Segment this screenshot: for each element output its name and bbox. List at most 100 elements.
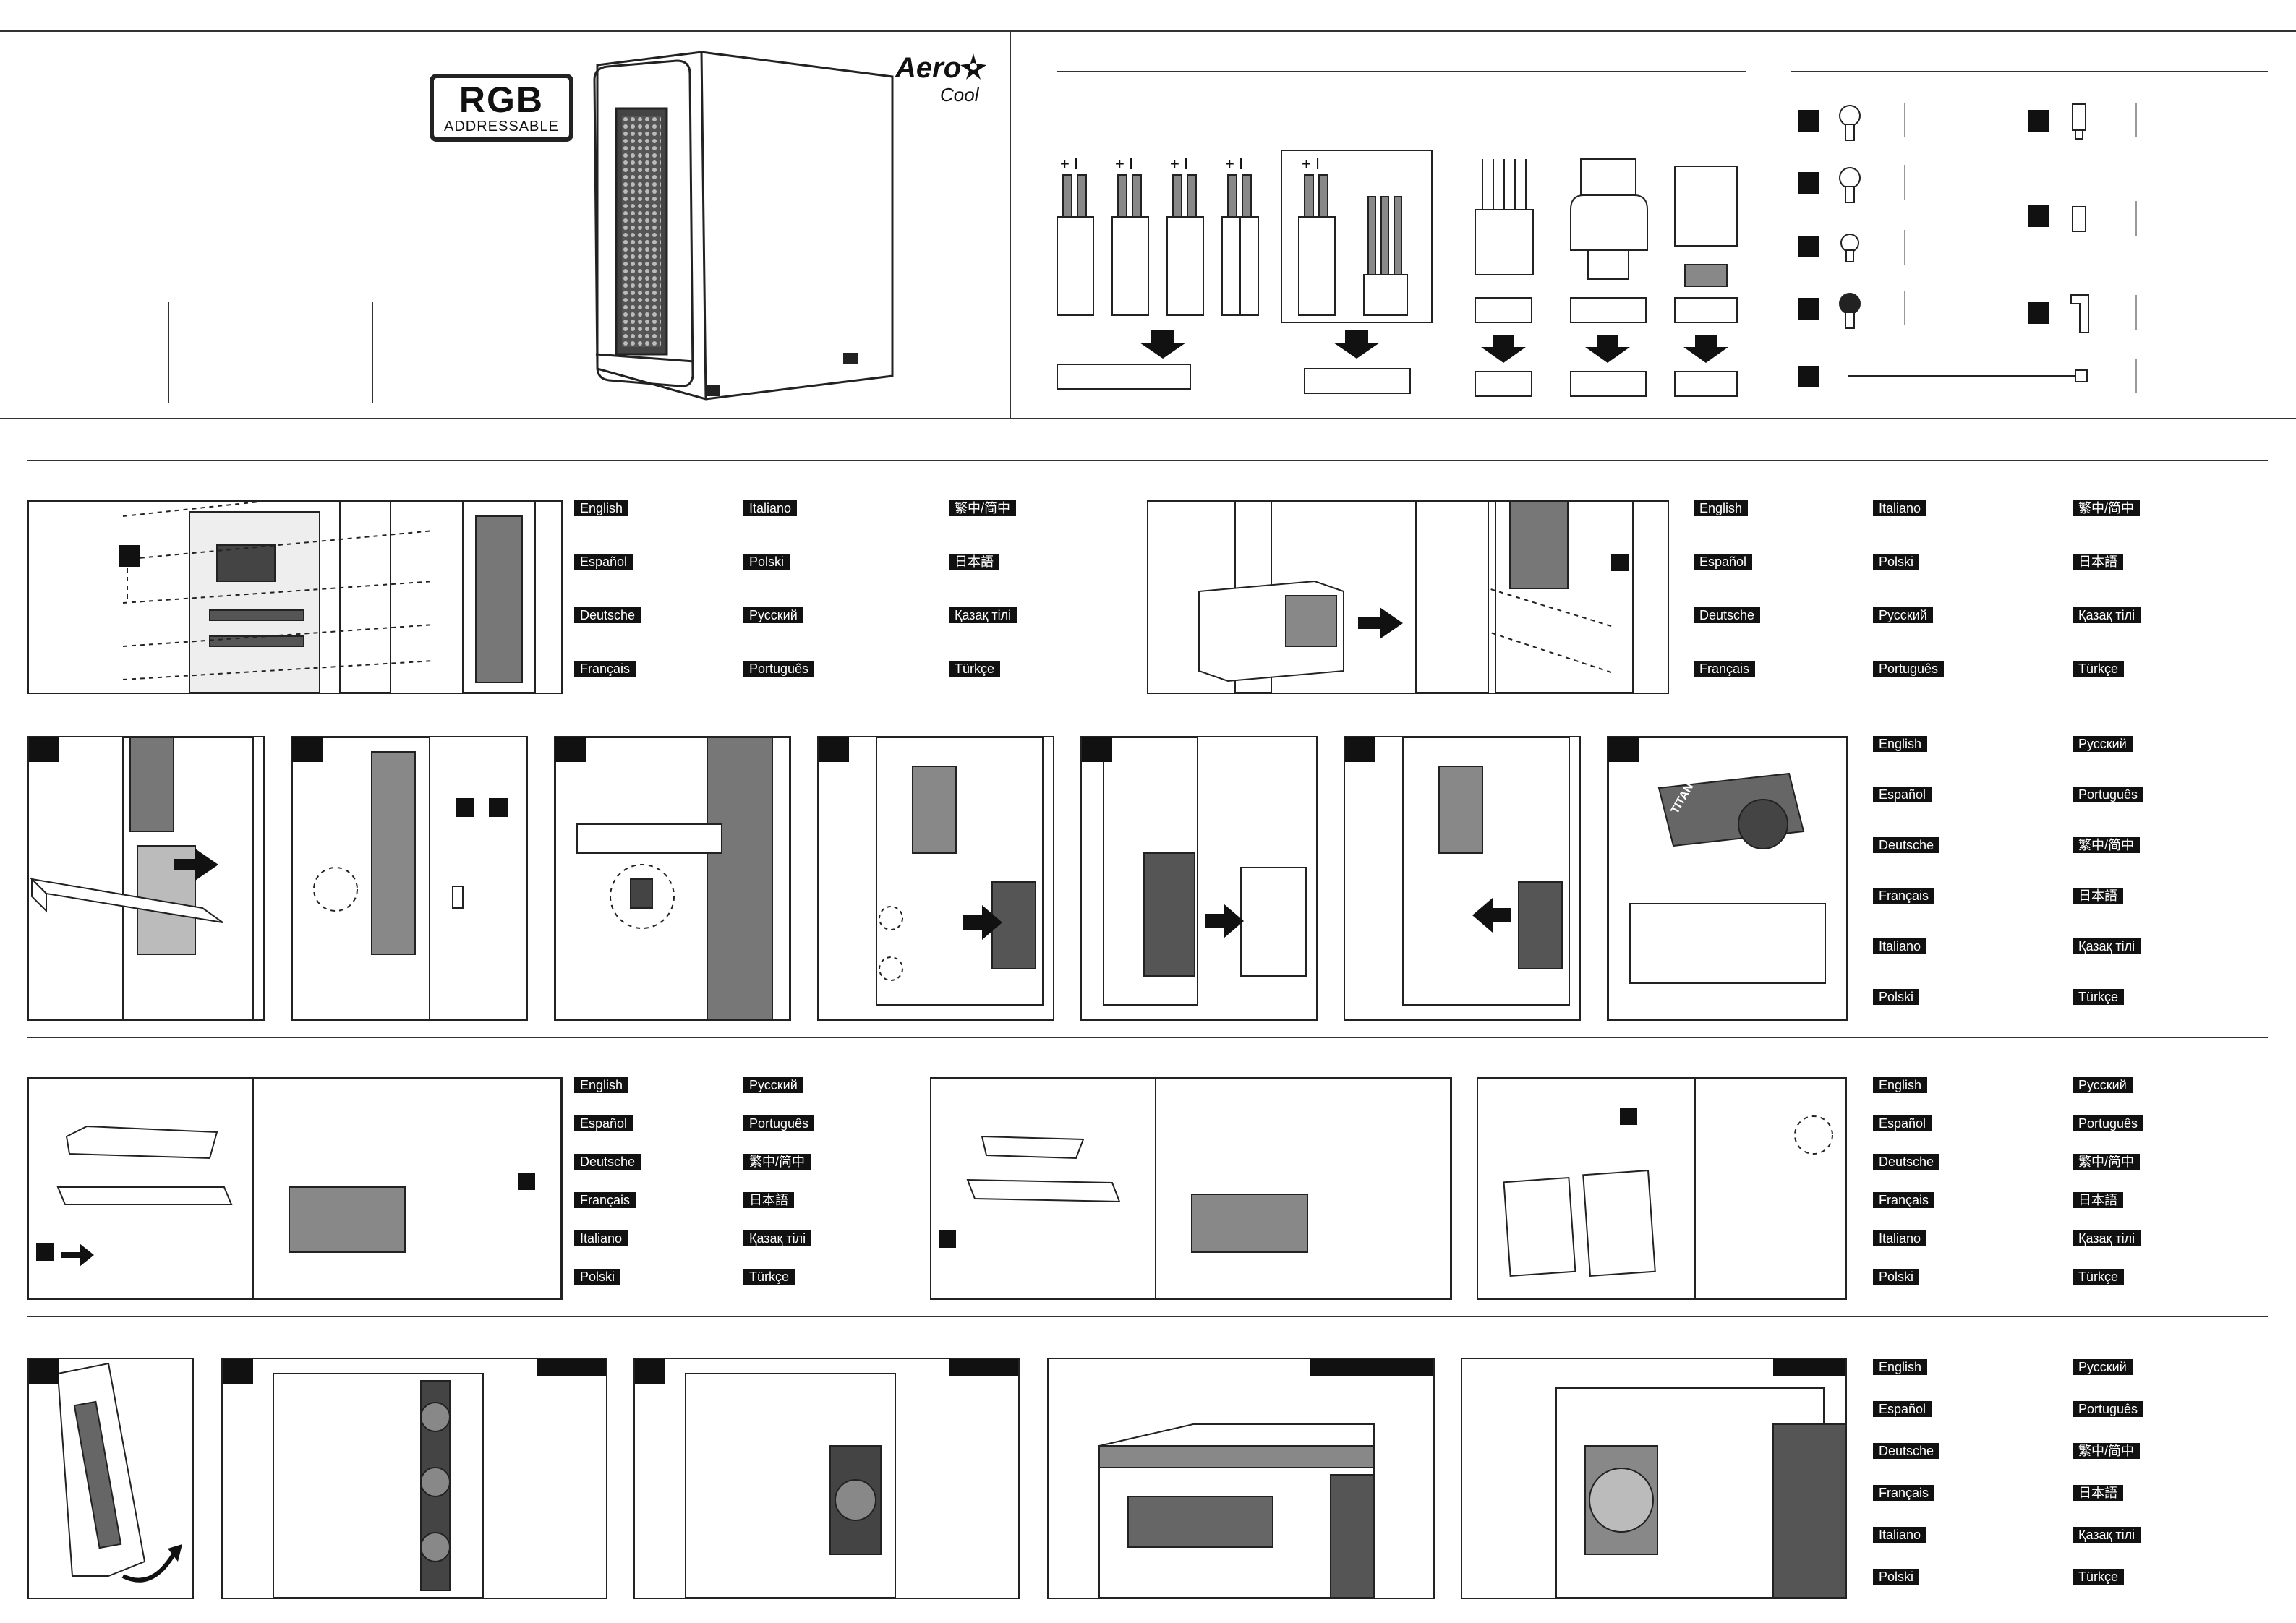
step-panel-gpu-installed: TITAN	[1607, 736, 1848, 1021]
plus-minus-label-2: + I	[1115, 155, 1134, 173]
ssd-tray-illustration	[966, 1079, 1451, 1298]
lang-label: 日本語	[2073, 1485, 2123, 1501]
step-marker	[939, 1230, 956, 1248]
step-panel-front-fans	[221, 1358, 607, 1599]
lang-label: Türkçe	[2073, 989, 2125, 1005]
brand-star-icon	[960, 53, 986, 80]
hdd-cage-out-illustration	[1103, 737, 1307, 1006]
lang-label: Русский	[743, 607, 803, 623]
lang-label: Italiano	[1873, 500, 1927, 516]
rear-fan-illustration	[685, 1373, 896, 1598]
lang-label: Қазақ тілі	[743, 1230, 812, 1246]
step-panel-gpu-insert	[27, 736, 265, 1021]
step-marker	[29, 737, 59, 762]
step-title-bar	[949, 1359, 1018, 1376]
lang-label: Türkçe	[2073, 1269, 2125, 1285]
section-1-rule	[27, 460, 2268, 461]
step-panel-ssd-back	[1477, 1077, 1847, 1300]
lang-label: 繁中/简中	[2073, 837, 2141, 853]
lang-label: Español	[1873, 1401, 1932, 1417]
motherboard-illustration	[119, 502, 536, 693]
lang-label: Türkçe	[2073, 1569, 2125, 1585]
top-border	[0, 30, 2296, 32]
lang-label: Deutsche	[574, 607, 641, 623]
lang-label: Русский	[1873, 607, 1933, 623]
lang-label: English	[1873, 1359, 1928, 1375]
accessories-header-rule	[1791, 71, 2268, 72]
plus-minus-label-1: + I	[1060, 155, 1079, 173]
lang-label: 繁中/简中	[2073, 500, 2141, 516]
lang-label: 日本語	[949, 554, 999, 570]
lang-label: Français	[574, 1192, 636, 1208]
front-fans-illustration	[273, 1373, 484, 1598]
step-title-bar	[537, 1359, 606, 1376]
lang-label: Español	[1873, 787, 1932, 802]
lang-label: Русский	[2073, 1359, 2133, 1375]
lang-label: Deutsche	[1873, 1443, 1940, 1459]
lang-label: Français	[1873, 1192, 1935, 1208]
lang-label: Polski	[1873, 1269, 1920, 1285]
lang-label: Türkçe	[2073, 661, 2125, 677]
step-panel-motherboard	[27, 500, 563, 694]
lang-label: Español	[574, 554, 633, 570]
lang-label: English	[1873, 736, 1928, 752]
header-bottom-border	[0, 418, 2296, 419]
lang-label: Қазақ тілі	[2073, 607, 2141, 623]
lang-label: 日本語	[2073, 888, 2123, 904]
lang-label: Português	[743, 661, 815, 677]
cover-divider-2	[372, 302, 373, 403]
step-panel-hdd-cage-remove	[817, 736, 1054, 1021]
gpu-secure-illustration	[555, 737, 790, 1019]
accessory-marker-4	[1798, 298, 1819, 320]
accessory-marker-7	[2028, 205, 2049, 227]
lang-label: Español	[1694, 554, 1753, 570]
step-panel-top-radiator	[1047, 1358, 1435, 1599]
lang-label: Español	[1873, 1115, 1932, 1131]
gpu-insert-illustration	[30, 737, 254, 1019]
lang-label: English	[574, 1077, 629, 1093]
lang-label: Português	[743, 1115, 815, 1131]
brand-name: Aero	[895, 52, 962, 84]
lang-label: Português	[2073, 1115, 2144, 1131]
lang-label: Deutsche	[1873, 1154, 1940, 1170]
step-marker	[518, 1173, 535, 1190]
lang-label: Русский	[2073, 1077, 2133, 1093]
lang-label: Português	[2073, 1401, 2144, 1417]
step-panel-hdd-cage-out	[1080, 736, 1318, 1021]
ssd-back-illustration	[1503, 1079, 1845, 1298]
lang-label: 日本語	[2073, 1192, 2123, 1208]
step-panel-slot-screws	[291, 736, 528, 1021]
accessory-marker-2	[1798, 172, 1819, 194]
step-panel-front-panel	[27, 1358, 194, 1599]
accessory-marker-1	[1798, 110, 1819, 132]
step-panel-gpu-secure	[554, 736, 791, 1021]
rgb-addressable-badge: RGB ADDRESSABLE	[430, 74, 573, 142]
front-panel-illustration	[56, 1362, 182, 1583]
hdd-cage-remove-illustration	[876, 737, 1044, 1006]
lang-label: Türkçe	[743, 1269, 795, 1285]
psu-illustration	[1198, 502, 1634, 693]
step-marker	[1082, 737, 1112, 762]
lang-label: English	[1694, 500, 1749, 516]
lang-label: Deutsche	[1694, 607, 1761, 623]
header-divider	[1010, 30, 1011, 418]
accessory-marker-8	[2028, 302, 2049, 324]
lang-label: 繁中/简中	[743, 1154, 811, 1170]
lang-label: Español	[574, 1115, 633, 1131]
lang-label: 日本語	[2073, 554, 2123, 570]
connectors-header-rule	[1057, 71, 1746, 72]
lang-label: Қазақ тілі	[2073, 1527, 2141, 1543]
lang-label: Polski	[1873, 989, 1920, 1005]
step-marker	[819, 737, 849, 762]
step-panel-psu	[1147, 500, 1669, 694]
step-panel-side-fan	[1461, 1358, 1847, 1599]
lang-label: Polski	[1873, 1569, 1920, 1585]
lang-label: Português	[2073, 787, 2144, 802]
rgb-badge-subtitle: ADDRESSABLE	[444, 119, 559, 134]
lang-label: Русский	[743, 1077, 803, 1093]
lang-label: English	[1873, 1077, 1928, 1093]
lang-label: Italiano	[1873, 1230, 1927, 1246]
accessory-marker-5	[1798, 366, 1819, 387]
accessory-marker-3	[1798, 236, 1819, 257]
lang-label: Türkçe	[949, 661, 1001, 677]
